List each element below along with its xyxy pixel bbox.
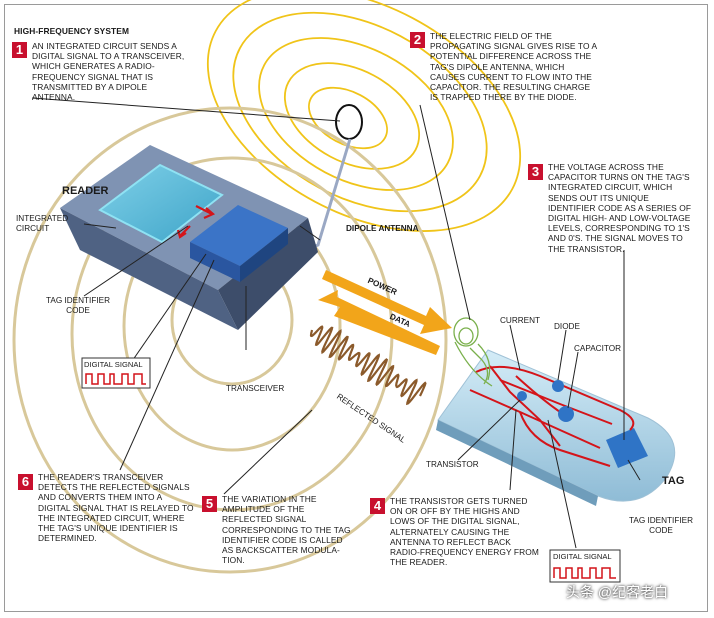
transceiver-label: TRANSCEIVER: [226, 384, 285, 393]
capacitor-node: [558, 406, 574, 422]
tag-identifier-code-reader-label: TAG IDENTIFIER CODE: [46, 296, 110, 315]
watermark: 头条 @纪客老白: [566, 584, 669, 600]
diode-label: DIODE: [554, 322, 580, 331]
dipole-antenna-label: DIPOLE ANTENNA: [346, 224, 419, 233]
step-3-badge: 3: [528, 164, 543, 180]
digital-signal-reader-label: DIGITAL SIGNAL: [84, 360, 143, 369]
diagram-frame: [4, 4, 708, 612]
digital-signal-tag-label: DIGITAL SIGNAL: [553, 552, 612, 561]
power-data-arrows: [318, 270, 452, 355]
reader-device: [60, 145, 318, 330]
step-1-text: AN INTEGRATED CIRCUIT SENDS A DIGITAL SI…: [32, 41, 185, 103]
digital-signal-box-tag: [549, 549, 621, 583]
step-3-text: THE VOLTAGE ACROSS THE CAPACITOR TURNS O…: [548, 162, 692, 254]
reflected-signal-wave: [309, 325, 427, 406]
tag-circuit: [469, 365, 635, 467]
step-4-badge: 4: [370, 498, 385, 514]
tag-identifier-code-tag-label: TAG IDENTIFIER CODE: [629, 516, 693, 535]
leader-lines: [31, 97, 641, 549]
step-4-text: THE TRANSISTOR GETS TURNED ON OR OFF BY …: [390, 496, 539, 568]
tag-coil-antenna: [453, 317, 493, 387]
transistor-label: TRANSISTOR: [426, 460, 479, 469]
step-6-badge: 6: [18, 474, 33, 490]
capacitor-label: CAPACITOR: [574, 344, 622, 353]
step-2-text: THE ELECTRIC FIELD OF THE PROPAGATING SI…: [430, 31, 597, 103]
current-label: CURRENT: [500, 316, 541, 325]
digital-signal-box-reader: [81, 357, 151, 389]
step-1-badge: 1: [12, 42, 27, 58]
step-5-text: THE VARIATION IN THE AMPLITUDE OF THE RE…: [222, 494, 351, 566]
step-2-badge: 2: [410, 32, 425, 48]
loop-antenna: [335, 104, 363, 140]
diode-node: [552, 380, 564, 392]
reader-label: READER: [62, 185, 109, 197]
step-5-badge: 5: [202, 496, 217, 512]
transistor-node: [517, 391, 527, 401]
step-6-text: THE READER'S TRANSCEIVER DETECTS THE REF…: [38, 472, 194, 544]
integrated-circuit-label: INTEGRATED CIRCUIT: [16, 214, 69, 233]
tag-label: TAG: [662, 475, 685, 487]
system-heading: HIGH-FREQUENCY SYSTEM: [14, 26, 130, 36]
